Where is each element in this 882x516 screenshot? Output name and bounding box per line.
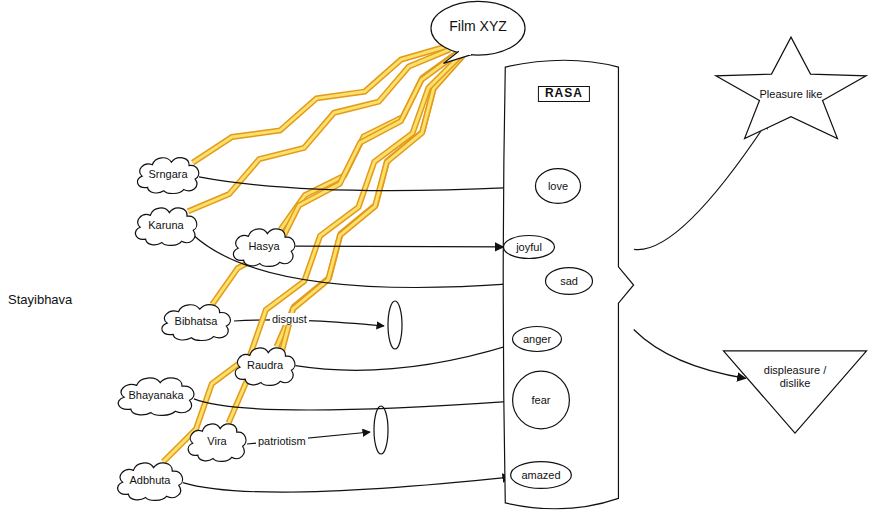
node-text: sad: [560, 275, 578, 288]
cloud-node: Bhayanaka: [114, 373, 198, 417]
node-text: Srngara: [148, 168, 187, 181]
lightning-connector: [229, 56, 463, 423]
cloud-node: Karuna: [132, 203, 200, 247]
node-text: displeasure / dislike: [753, 364, 837, 389]
speech-bubble: Film XYZ: [430, 0, 526, 64]
node-text: Hasya: [248, 240, 279, 253]
node-text: love: [548, 180, 568, 193]
emotion-ellipse: joyful: [503, 235, 555, 259]
line-label: patriotism: [256, 435, 308, 447]
node-text: Bhayanaka: [128, 389, 183, 402]
arrow-connector: [183, 477, 511, 492]
emotion-ellipse: anger: [512, 326, 562, 352]
displeasure-triangle: displeasure / dislike: [722, 350, 868, 434]
node-text: fear: [532, 394, 551, 407]
arrow-connector: [199, 177, 536, 191]
side-label: Stayibhava: [6, 292, 74, 307]
node-text: Bibhatsa: [175, 315, 218, 328]
node-text: amazed: [521, 469, 560, 482]
node-text: Film XYZ: [449, 18, 507, 34]
node-text: Karuna: [148, 219, 183, 232]
cloud-node: Hasya: [230, 224, 298, 268]
emotion-ellipse: amazed: [510, 461, 572, 489]
emotion-ellipse: fear: [512, 370, 570, 430]
arrow-connector: [194, 399, 513, 410]
empty-ellipse: [374, 406, 388, 454]
heading-text: RASA: [538, 86, 590, 102]
cloud-node: Adbhuta: [114, 458, 186, 502]
disgust-line: [234, 320, 384, 326]
node-text: anger: [523, 333, 551, 346]
emotion-ellipse: love: [535, 168, 581, 204]
node-text: Raudra: [247, 359, 283, 372]
line-label: disgust: [270, 313, 309, 325]
arrow-connector: [295, 246, 503, 248]
triangle-outline: [722, 350, 868, 434]
bolt-fill: [163, 55, 461, 462]
empty-ellipse: [388, 301, 402, 349]
cloud-node: Bibhatsa: [158, 300, 234, 342]
bolt-outline: [229, 56, 463, 423]
arrow-connector: [634, 120, 768, 250]
bolt-outline: [163, 55, 461, 462]
node-text: Vira: [207, 435, 226, 448]
lightning-connector: [163, 55, 461, 462]
node-text: Adbhuta: [130, 474, 171, 487]
pleasure-star: Pleasure like: [712, 36, 870, 146]
bolt-fill: [229, 56, 463, 423]
cloud-node: Srngara: [134, 153, 202, 195]
emotion-ellipse: sad: [545, 267, 593, 295]
cloud-node: Raudra: [232, 343, 298, 387]
arrow-connector: [295, 344, 514, 370]
node-text: Pleasure like: [760, 88, 823, 101]
node-text: joyful: [516, 241, 542, 254]
cloud-node: Vira: [185, 419, 249, 463]
rasa-container: RASA love joyful sad anger fear amazed: [497, 58, 635, 512]
